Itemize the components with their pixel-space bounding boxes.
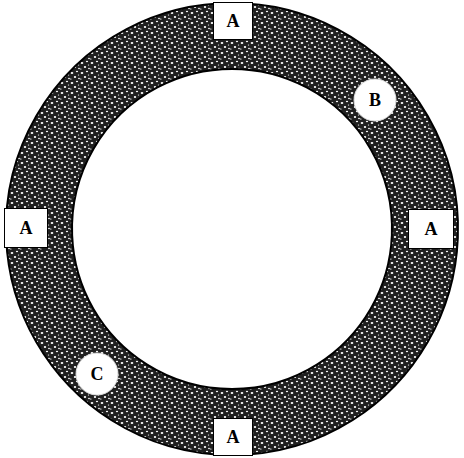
part-letter: C [91, 365, 104, 383]
square-marker: A [408, 209, 454, 249]
circle-marker: C [75, 352, 119, 396]
part-letter: B [369, 91, 381, 109]
part-letter: A [227, 428, 240, 446]
part-letter: A [227, 12, 240, 30]
part-letter: A [425, 220, 438, 238]
part-letter: A [20, 219, 33, 237]
square-marker: A [4, 208, 48, 248]
circle-marker: B [353, 78, 397, 122]
stippled-ring [6, 3, 458, 455]
square-marker: A [213, 2, 253, 40]
square-marker: A [213, 418, 253, 456]
